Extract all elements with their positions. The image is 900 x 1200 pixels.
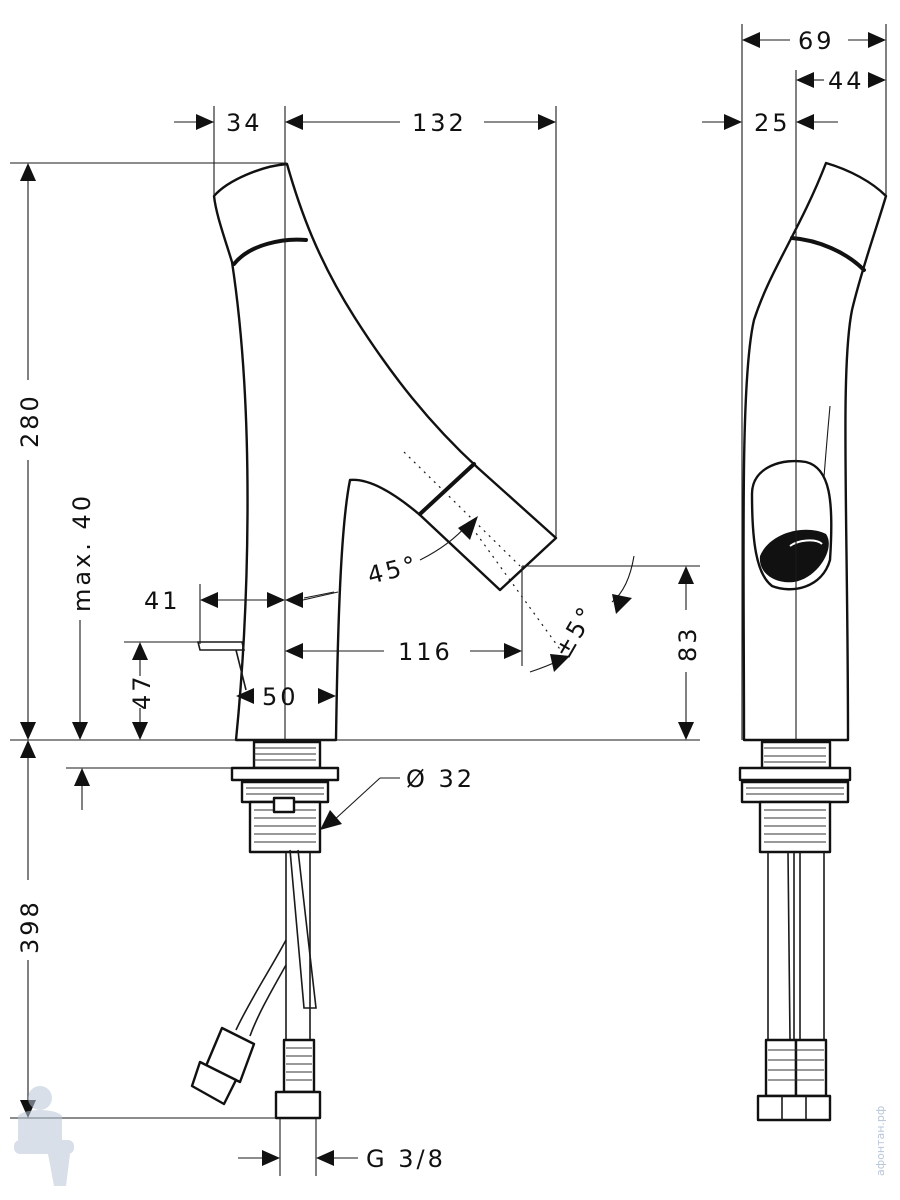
dim-25-label: 25 [754, 109, 791, 137]
dim-max40-label: max. 40 [68, 493, 96, 612]
popup-lever [196, 641, 246, 651]
dim-d32-label: Ø 32 [406, 765, 475, 793]
handle-band [232, 237, 308, 266]
dim-83-label: 83 [674, 625, 702, 662]
dim-44-label: 44 [828, 67, 865, 95]
side-lever-grip [759, 529, 829, 583]
faucet-body-side [742, 161, 888, 742]
aerator-band [418, 462, 476, 516]
front-view: 34 132 280 max. 40 41 47 [10, 106, 702, 1176]
mounting-base-front [230, 740, 340, 854]
dim-50-label: 50 [262, 683, 299, 711]
dim-116-label: 116 [398, 638, 453, 666]
dim-41-label: 41 [144, 587, 181, 615]
watermark-text: афонтан.рф [874, 1106, 887, 1176]
dim-132-label: 132 [412, 109, 467, 137]
dim-69-label: 69 [798, 27, 835, 55]
mounting-base-side [738, 740, 852, 854]
watermark-logo [14, 1086, 74, 1186]
dim-g38-label: G 3/8 [366, 1145, 446, 1173]
supply-hoses-front [190, 849, 322, 1120]
side-view: 69 44 25 [702, 24, 888, 1122]
popup-rod [235, 649, 247, 691]
dim-5deg-label: ±5° [549, 600, 601, 663]
dim-280-label: 280 [16, 393, 44, 448]
dim-34-label: 34 [226, 109, 263, 137]
dim-47-label: 47 [128, 673, 156, 710]
side-handle-band [790, 236, 866, 272]
supply-hoses-side [756, 851, 832, 1122]
dim-398-label: 398 [16, 899, 44, 954]
dim-45deg-label: 45° [365, 550, 422, 590]
